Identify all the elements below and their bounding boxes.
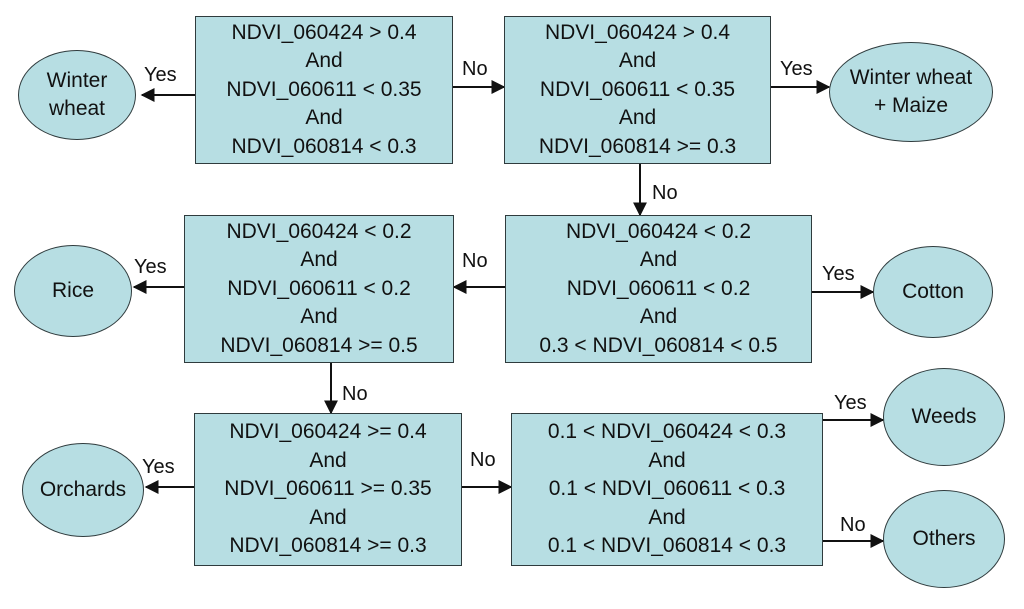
class-label: Winter xyxy=(46,69,108,92)
condition-text: NDVI_060424 > 0.4 xyxy=(544,20,731,44)
condition-text: 0.1 < NDVI_060611 < 0.3 xyxy=(548,477,786,501)
class-label: Rice xyxy=(51,279,94,302)
condition-text: NDVI_060424 < 0.2 xyxy=(565,219,752,243)
class-label: wheat xyxy=(48,97,106,120)
condition-text: And xyxy=(309,448,347,472)
decision-box-4: NDVI_060424 < 0.2 And NDVI_060611 < 0.2 … xyxy=(184,215,454,363)
condition-text: 0.1 < NDVI_060424 < 0.3 xyxy=(547,420,787,444)
edge-label-no: No xyxy=(342,383,368,405)
class-weeds: Weeds xyxy=(883,368,1005,466)
class-label: Others xyxy=(912,527,976,550)
decision-box-2: NDVI_060424 > 0.4 And NDVI_060611 < 0.35… xyxy=(504,16,771,164)
edge-label-yes: Yes xyxy=(822,263,855,285)
condition-text: 0.3 < NDVI_060814 < 0.5 xyxy=(539,333,778,357)
class-cotton: Cotton xyxy=(873,246,993,338)
condition-text: And xyxy=(305,49,343,73)
edge-label-yes: Yes xyxy=(834,392,867,414)
condition-text: NDVI_060611 < 0.35 xyxy=(226,77,422,101)
class-label: Winter wheat xyxy=(849,66,973,89)
condition-text: NDVI_060611 < 0.35 xyxy=(539,77,736,101)
decision-box-1: NDVI_060424 > 0.4 And NDVI_060611 < 0.35… xyxy=(195,16,453,164)
edge-label-yes: Yes xyxy=(134,256,167,278)
edge-label-no: No xyxy=(652,182,678,204)
condition-text: And xyxy=(648,448,686,472)
edge-label-no: No xyxy=(840,514,866,536)
condition-text: And xyxy=(618,49,657,73)
class-winter-wheat: Winter wheat xyxy=(18,50,136,140)
class-label: Cotton xyxy=(902,280,964,303)
condition-text: NDVI_060611 < 0.2 xyxy=(227,276,411,300)
decision-box-6: 0.1 < NDVI_060424 < 0.3 And 0.1 < NDVI_0… xyxy=(511,413,823,566)
condition-text: NDVI_060814 < 0.3 xyxy=(231,134,417,158)
condition-text: NDVI_060611 < 0.2 xyxy=(566,276,751,300)
class-orchards: Orchards xyxy=(22,443,144,537)
condition-text: 0.1 < NDVI_060814 < 0.3 xyxy=(547,534,787,558)
edge-label-no: No xyxy=(462,58,488,80)
edge-label-no: No xyxy=(470,449,496,471)
condition-text: And xyxy=(300,305,338,329)
condition-text: And xyxy=(648,505,686,529)
condition-text: NDVI_060814 >= 0.5 xyxy=(220,333,418,357)
condition-text: NDVI_060424 >= 0.4 xyxy=(229,420,427,444)
class-label: Orchards xyxy=(39,478,127,501)
class-winter-wheat-maize: Winter wheat + Maize xyxy=(829,42,993,142)
class-label: Weeds xyxy=(911,405,977,428)
decision-box-5: NDVI_060424 >= 0.4 And NDVI_060611 >= 0.… xyxy=(194,413,462,566)
condition-text: And xyxy=(305,106,343,130)
edge-label-yes: Yes xyxy=(142,456,175,478)
edge-label-no: No xyxy=(462,250,488,272)
condition-text: NDVI_060814 >= 0.3 xyxy=(229,534,427,558)
class-label: + Maize xyxy=(873,94,949,117)
condition-text: And xyxy=(300,248,338,272)
edge-label-yes: Yes xyxy=(780,58,813,80)
condition-text: NDVI_060611 >= 0.35 xyxy=(224,477,432,501)
condition-text: And xyxy=(639,248,678,272)
condition-text: NDVI_060424 < 0.2 xyxy=(226,219,412,243)
class-rice: Rice xyxy=(14,245,132,337)
condition-text: And xyxy=(618,106,657,130)
decision-box-3: NDVI_060424 < 0.2 And NDVI_060611 < 0.2 … xyxy=(505,215,812,363)
condition-text: NDVI_060424 > 0.4 xyxy=(231,20,417,44)
edge-label-yes: Yes xyxy=(144,64,177,86)
condition-text: NDVI_060814 >= 0.3 xyxy=(538,134,737,158)
class-others: Others xyxy=(883,490,1005,588)
condition-text: And xyxy=(639,305,678,329)
condition-text: And xyxy=(309,505,347,529)
